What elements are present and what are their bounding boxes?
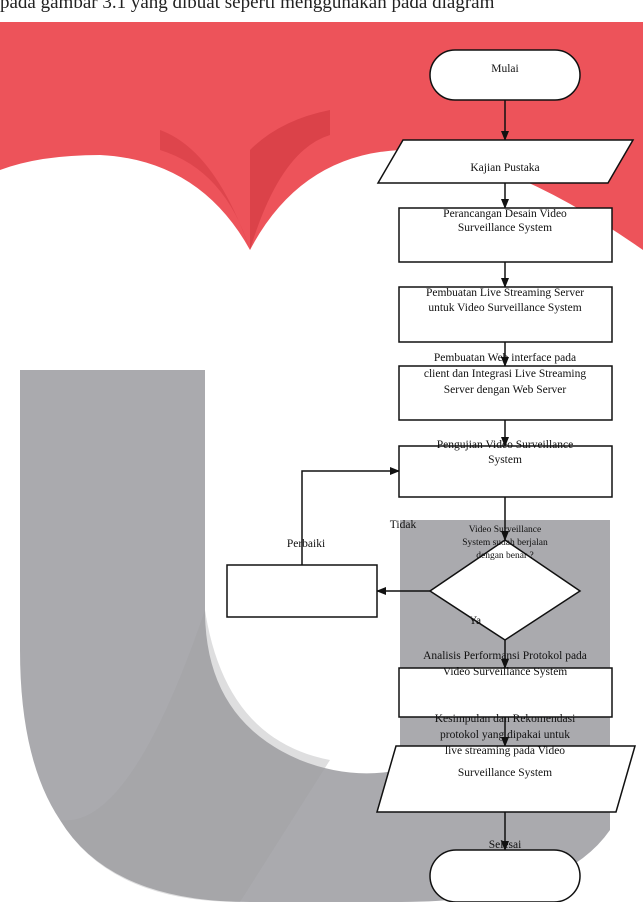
design-label-line2: Surveillance System: [458, 222, 552, 234]
web-interface-label-line1: Pembuatan Web interface pada: [434, 352, 576, 364]
analysis-label-line2: Video Surveillance System: [443, 666, 568, 678]
design-process-box: [398, 207, 613, 263]
start-label: Mulai: [491, 63, 518, 75]
analysis-label-line1: Analisis Performansi Protokol pada: [423, 650, 587, 662]
watermark-book-spine: [250, 110, 330, 250]
conclusion-label-line3: live streaming pada Video: [445, 745, 565, 757]
decision-label-line2: System sudah berjalan: [462, 538, 548, 548]
testing-label-line1: Pengujian Video Surveillance: [437, 439, 573, 451]
end-label: Selesai: [489, 839, 522, 851]
flowchart-connectors: [301, 100, 509, 851]
start-terminal: [429, 49, 581, 101]
conclusion-label-line4: Surveillance System: [458, 767, 552, 779]
decision-no-label: Tidak: [390, 519, 417, 531]
fix-process-box: [226, 564, 378, 618]
watermark-u-highlight: [60, 610, 330, 902]
decision-label-line3: dengan benar ?: [476, 551, 534, 561]
fix-label: Perbaiki: [287, 538, 325, 550]
decision-diamond: [428, 539, 582, 641]
streaming-server-label-line2: untuk Video Surveillance System: [428, 302, 581, 314]
analysis-process-box: [398, 667, 613, 718]
literature-label: Kajian Pustaka: [470, 162, 539, 174]
web-interface-process-box: [398, 365, 613, 421]
testing-process-box: [398, 445, 613, 498]
design-label-line1: Perancangan Desain Video: [443, 208, 567, 220]
streaming-server-process-box: [398, 286, 613, 343]
decision-label-line1: Video Surveillance: [469, 525, 542, 535]
decision-yes-label: Ya: [469, 615, 481, 627]
end-terminal: [429, 849, 581, 902]
conclusion-io-shape: [376, 745, 636, 813]
conclusion-label-line2: protokol yang dipakai untuk: [440, 729, 570, 741]
conclusion-label-line1: Kesimpulan dan Rekomendasi: [435, 713, 576, 725]
watermark-book-shadow: [160, 130, 250, 250]
web-interface-label-line2: client dan Integrasi Live Streaming: [424, 368, 586, 380]
arrow-fix-to-testing: [301, 467, 400, 565]
web-interface-label-line3: Server dengan Web Server: [444, 384, 567, 396]
testing-label-line2: System: [488, 454, 522, 466]
literature-io-shape: [376, 139, 635, 184]
page-header-text: pada gambar 3.1 yang dibuat seperti meng…: [0, 0, 495, 13]
streaming-server-label-line1: Pembuatan Live Streaming Server: [426, 287, 584, 299]
